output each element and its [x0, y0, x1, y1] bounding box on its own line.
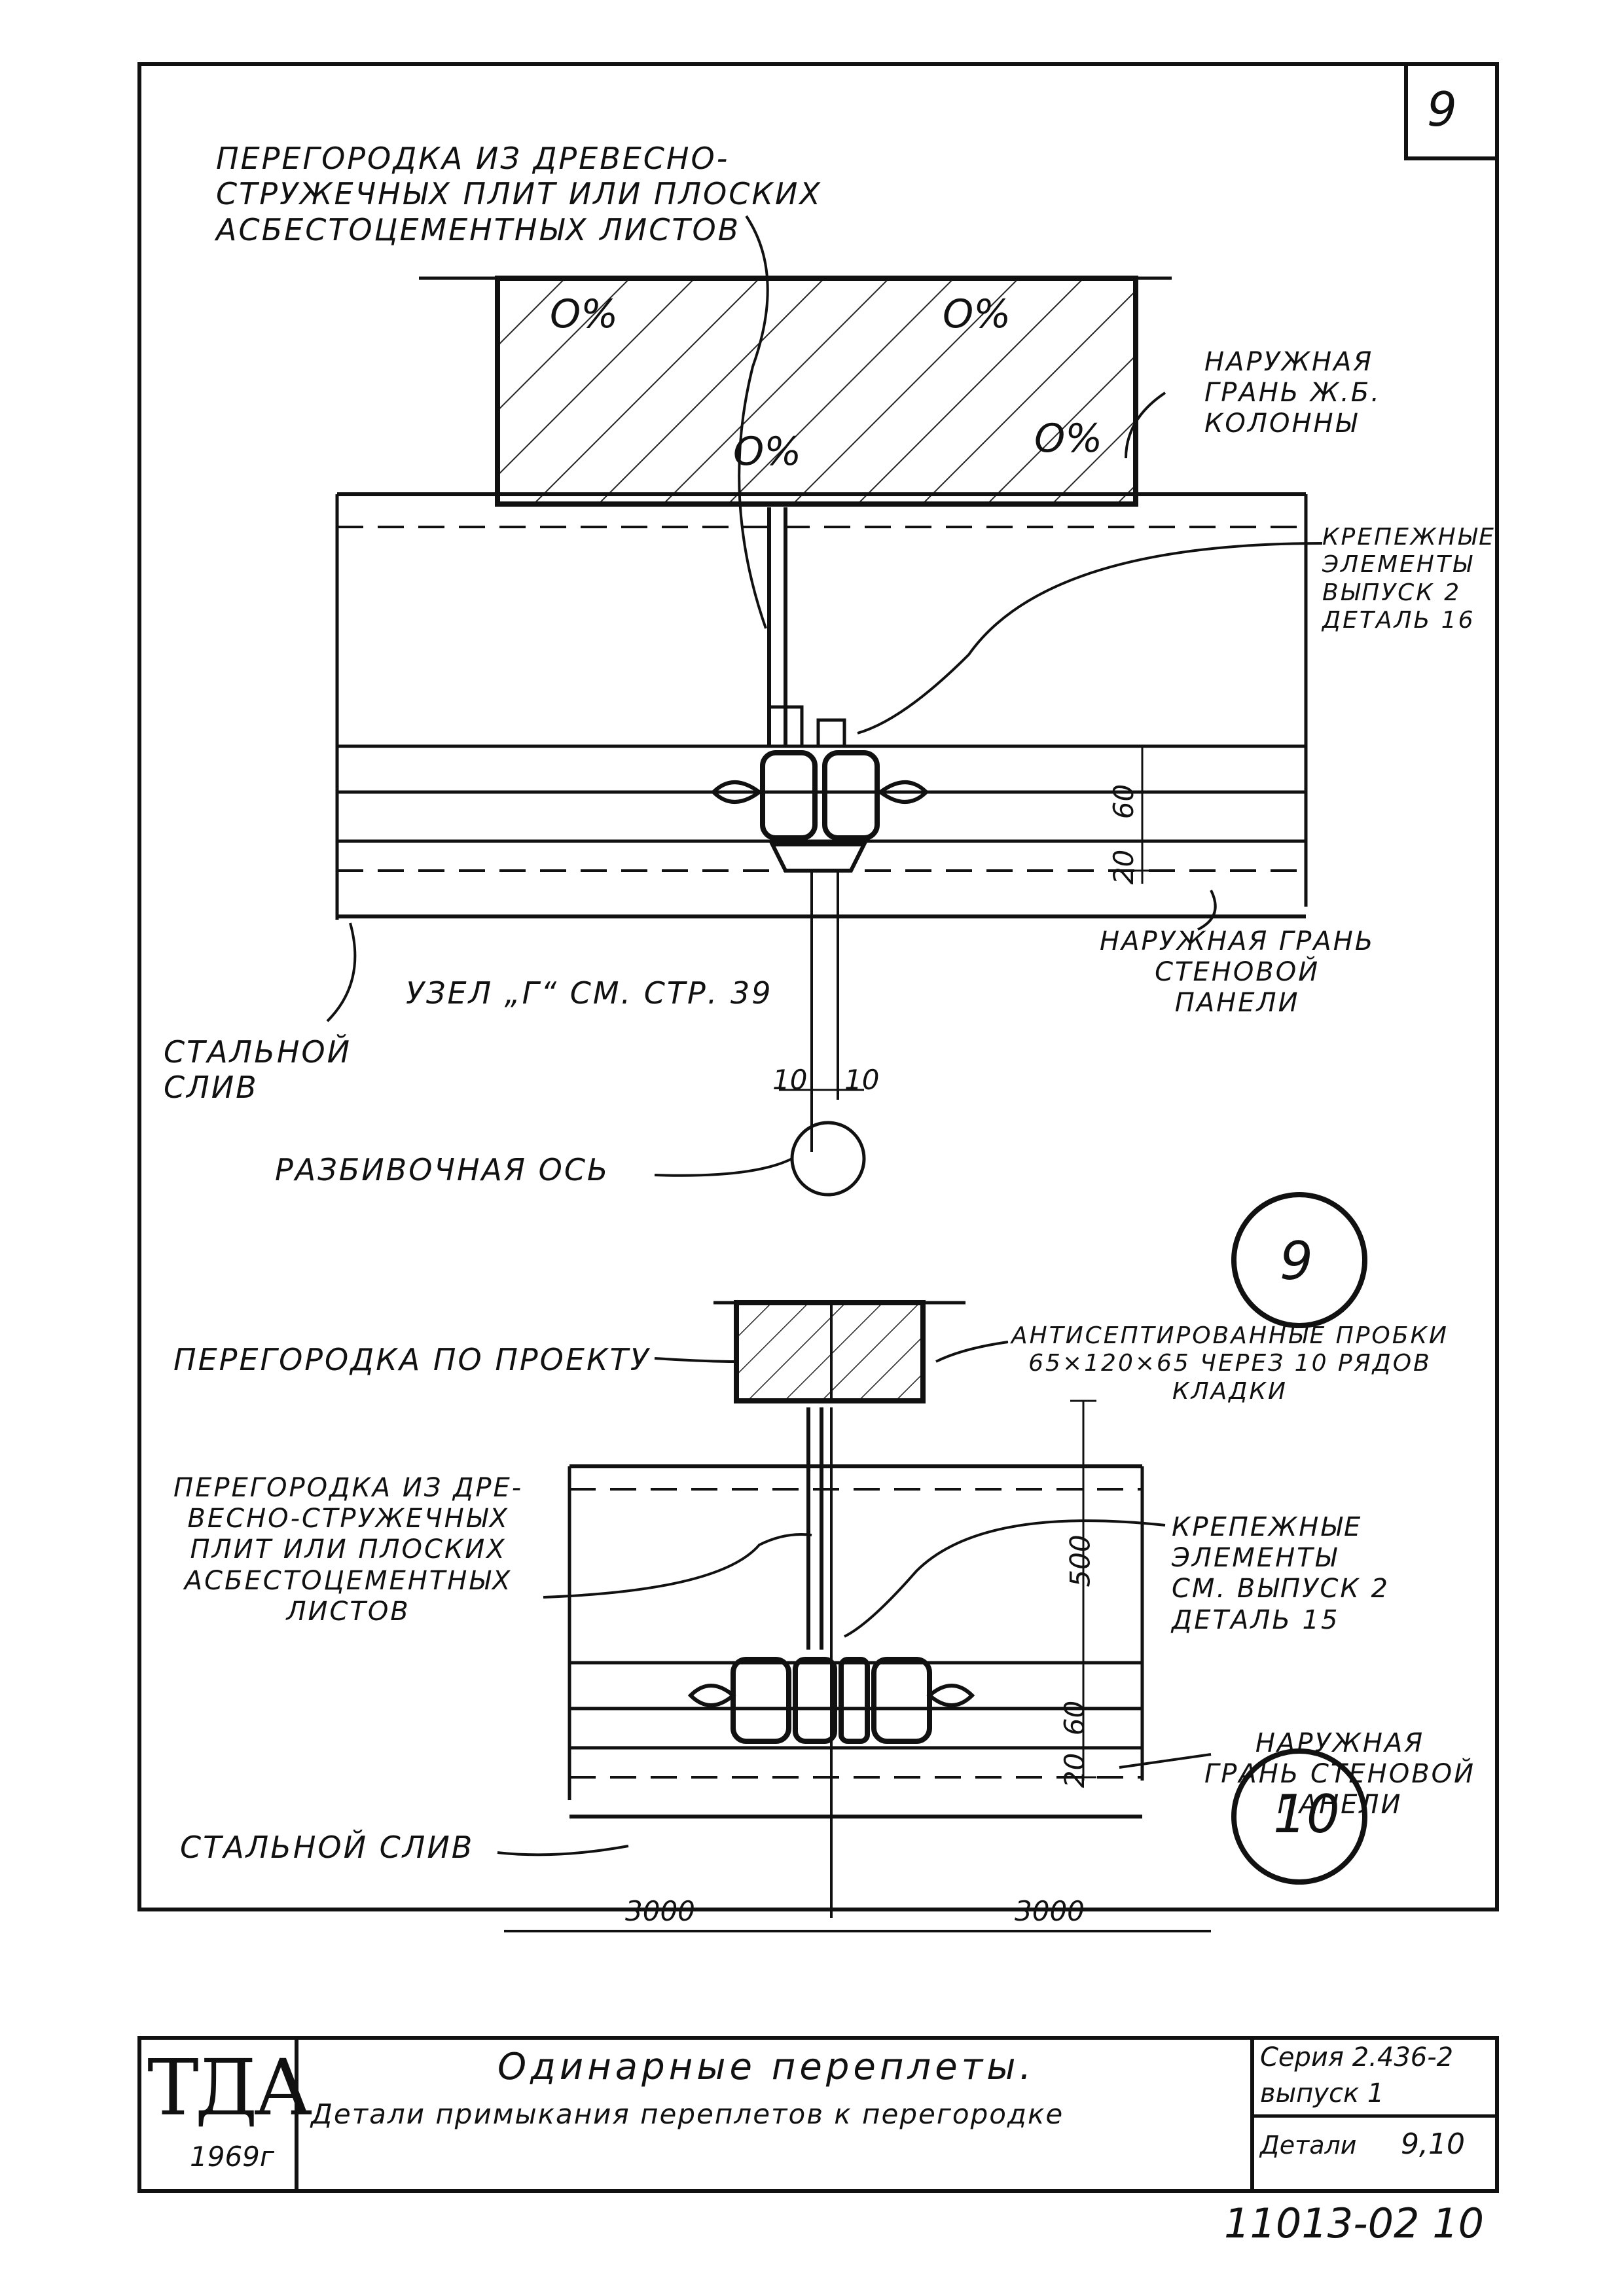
d9-panel-face-line-3: панели — [1174, 988, 1300, 1019]
document-number: 11013-02 10 — [1224, 2199, 1485, 2247]
tda-logo: ТДА — [147, 2042, 312, 2133]
svg-text:O%: O% — [550, 291, 618, 337]
d9-steel-drip-line-2: слив — [164, 1070, 259, 1106]
d9-dim-10-right: 10 — [844, 1064, 880, 1096]
d9-partition-label: Перегородка из древесно- стружечных плит… — [216, 141, 822, 247]
d10-partition-line-5: листов — [286, 1596, 410, 1627]
d9-panel-face-line-1: Наружная грань — [1100, 926, 1375, 956]
sheet-number: 9 — [1427, 82, 1457, 137]
d10-partition-project-label: Перегородка по проекту — [173, 1342, 651, 1377]
d10-partition-label: Перегородка из дре- весно-стружечных пли… — [173, 1473, 523, 1627]
d10-panel-face-line-2: грань стеновой — [1204, 1759, 1476, 1790]
d9-panel-face-line-2: стеновой — [1155, 957, 1320, 988]
d9-partition-line-3: асбестоцементных листов — [216, 211, 741, 247]
title-block-divider-3 — [1250, 2114, 1499, 2118]
detail-10-drawing — [497, 1300, 1367, 1932]
d10-fasteners-label: Крепежные элементы см. выпуск 2 деталь 1… — [1172, 1512, 1390, 1636]
drawing-subtitle: Детали примыкания переплетов к перегород… — [311, 2098, 1064, 2130]
d10-dim-3000-right: 3000 — [1015, 1895, 1085, 1927]
d9-panel-face-label: Наружная грань стеновой панели — [1100, 926, 1375, 1019]
svg-text:O%: O% — [1034, 416, 1102, 461]
d9-fasteners-line-2: элементы — [1322, 551, 1474, 579]
d9-axis-label: Разбивочная ось — [275, 1152, 610, 1187]
d10-plugs-line-1: Антисептированные пробки — [1011, 1322, 1449, 1349]
d10-partition-line-3: плит или плоских — [190, 1534, 507, 1565]
d9-partition-line-1: Перегородка из древесно- — [216, 141, 730, 176]
title-block-divider-1 — [295, 2036, 298, 2193]
detail-label: Детали — [1260, 2131, 1357, 2160]
d10-plugs-line-3: кладки — [1172, 1377, 1288, 1405]
d10-dim-60: 60 — [1058, 1700, 1091, 1736]
d10-plugs-label: Антисептированные пробки 65×120×65 через… — [1011, 1322, 1449, 1405]
issue: выпуск 1 — [1260, 2078, 1384, 2108]
svg-text:O%: O% — [943, 291, 1011, 337]
title-block-bottom-border — [137, 2189, 1499, 2193]
d10-plugs-line-2: 65×120×65 через 10 рядов — [1028, 1350, 1432, 1377]
series: Серия 2.436-2 — [1260, 2042, 1454, 2072]
d9-steel-drip-label: Стальной слив — [164, 1034, 352, 1106]
d9-fasteners-line-1: Крепежные — [1322, 524, 1496, 551]
d10-panel-face-line-3: панели — [1277, 1790, 1403, 1820]
sheet-number-box — [1404, 62, 1499, 160]
d10-steel-drip-label: Стальной слив — [180, 1830, 475, 1865]
d10-fasteners-line-3: см. выпуск 2 — [1172, 1574, 1390, 1604]
d9-column-face-label: Наружная грань ж.б. колонны — [1204, 347, 1381, 440]
d9-column-face-line-1: Наружная — [1204, 347, 1374, 377]
d10-dim-500: 500 — [1064, 1534, 1096, 1587]
d10-partition-line-2: весно-стружечных — [187, 1504, 509, 1534]
detail-9-drawing: O% O% O% O% — [326, 215, 1367, 1328]
d9-circle-number: 9 — [1280, 1231, 1313, 1292]
d10-dim-20: 20 — [1058, 1752, 1091, 1788]
title-block-top-border — [137, 2036, 1499, 2040]
d9-column-face-line-3: колонны — [1204, 408, 1359, 439]
d9-node-ref: Узел „Г“ см. стр. 39 — [406, 975, 773, 1011]
detail-value: 9,10 — [1401, 2127, 1465, 2161]
d9-dim-10-left: 10 — [772, 1064, 808, 1096]
title-block-left-border — [137, 2036, 141, 2193]
year: 1969г — [190, 2141, 274, 2173]
drawing-frame — [137, 62, 1499, 1911]
d10-panel-face-label: Наружная грань стеновой панели — [1204, 1728, 1475, 1821]
d9-dim-20: 20 — [1108, 849, 1140, 885]
drawing-title: Одинарные переплеты. — [497, 2046, 1036, 2088]
d10-partition-line-4: асбестоцементных — [184, 1565, 513, 1596]
d10-dim-3000-left: 3000 — [625, 1895, 695, 1927]
d10-fasteners-line-2: элементы — [1172, 1543, 1339, 1574]
d10-circle-number: 10 — [1273, 1784, 1340, 1845]
d10-fasteners-line-1: Крепежные — [1172, 1512, 1363, 1542]
d9-dim-60: 60 — [1108, 784, 1140, 820]
d10-partition-line-1: Перегородка из дре- — [173, 1473, 524, 1503]
d10-panel-face-line-1: Наружная — [1255, 1728, 1425, 1758]
d9-fasteners-line-4: деталь 16 — [1322, 607, 1475, 634]
d9-partition-line-2: стружечных плит или плоских — [216, 176, 822, 212]
d9-column-face-line-2: грань ж.б. — [1204, 378, 1381, 408]
d10-fasteners-line-4: деталь 15 — [1172, 1604, 1340, 1635]
d9-fasteners-label: Крепежные элементы выпуск 2 деталь 16 — [1322, 524, 1496, 635]
d9-steel-drip-line-1: Стальной — [164, 1034, 352, 1070]
svg-text:O%: O% — [733, 429, 801, 475]
d9-fasteners-line-3: выпуск 2 — [1322, 579, 1462, 606]
